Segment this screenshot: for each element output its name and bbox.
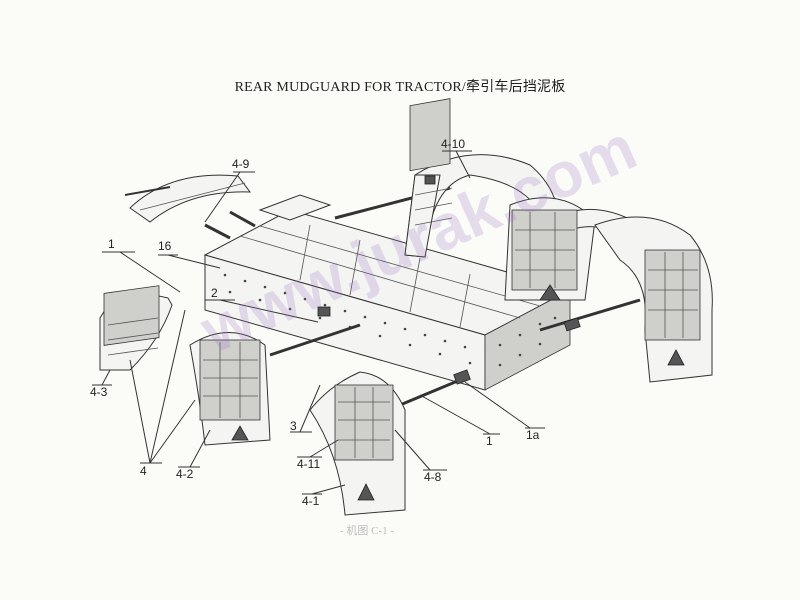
- label-1-left: 1: [108, 237, 115, 251]
- label-4-10: 4-10: [441, 137, 465, 151]
- label-3: 3: [290, 419, 297, 433]
- label-2: 2: [211, 286, 218, 300]
- label-4-8: 4-8: [424, 470, 442, 484]
- chassis-frame: [203, 194, 572, 391]
- label-4-11: 4-11: [297, 457, 320, 471]
- label-1a: 1a: [526, 428, 540, 442]
- mudguard-far-right: [594, 216, 713, 383]
- label-4-1: 4-1: [302, 494, 320, 508]
- footer-faint-text: - 机图 C-1 -: [340, 525, 395, 537]
- label-4-2: 4-2: [176, 467, 194, 481]
- label-4-9: 4-9: [232, 157, 250, 171]
- label-4: 4: [140, 464, 147, 478]
- callout-labels: 4-9 4-10 1 16 2 4-3 3 4 4-2 4-11 4-1 4-8…: [90, 137, 540, 508]
- mudguard-4-3: [99, 285, 173, 371]
- mudguard-4-2: [189, 332, 271, 446]
- label-1-right: 1: [486, 434, 493, 448]
- mudguard-4-9: [124, 174, 256, 240]
- leader-lines: [92, 150, 545, 495]
- mudguard-4-10: [404, 98, 561, 258]
- drawing-title: REAR MUDGUARD FOR TRACTOR/牵引车后挡泥板: [234, 80, 566, 95]
- label-16: 16: [158, 239, 172, 253]
- label-4-3: 4-3: [90, 385, 108, 399]
- mudguard-front-assembly: [309, 371, 406, 516]
